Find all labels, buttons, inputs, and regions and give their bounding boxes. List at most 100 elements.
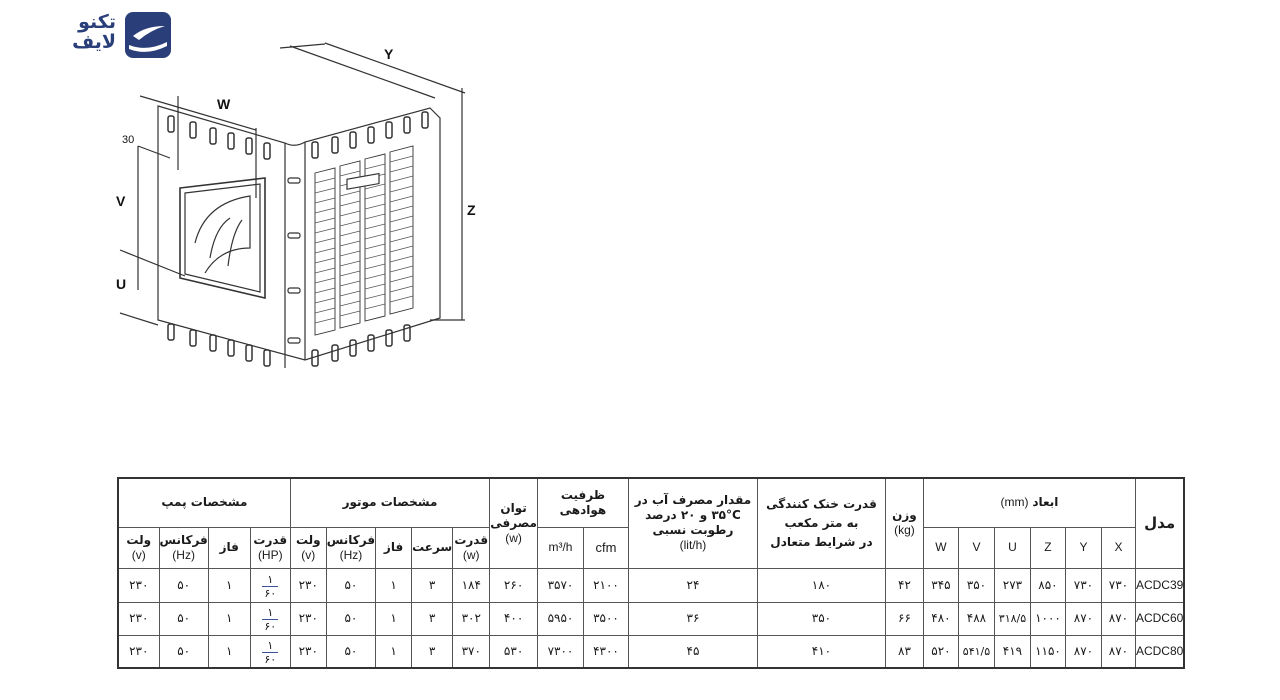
- cell-pump-frequency: ۵۰: [158, 567, 209, 603]
- cell-weight: ۸۳: [884, 634, 924, 669]
- cell-dim-x: ۷۳۰: [1100, 567, 1136, 603]
- cell-motor-frequency: ۵۰: [325, 634, 377, 669]
- cell-motor-speed: ۳: [411, 567, 454, 603]
- cell-power-consumption: ۴۰۰: [489, 601, 538, 636]
- cell-pump-phase: ۱: [207, 601, 251, 636]
- cell-dim-x: ۸۷۰: [1100, 601, 1136, 636]
- cell-motor-phase: ۱: [375, 567, 413, 603]
- cell-airflow-cfm: ۳۵۰۰: [582, 601, 629, 636]
- logo-line-1: تکنو: [78, 11, 116, 33]
- power-unit: (w): [505, 530, 522, 545]
- cell-dim-u: ۲۷۳: [993, 567, 1031, 603]
- dimension-label-y: Y: [384, 46, 394, 62]
- header-model: مدل: [1134, 477, 1185, 569]
- cell-cooling-capacity: ۳۵۰: [756, 601, 886, 636]
- subheader-dim-v: V: [957, 526, 995, 569]
- water-line-3: رطوبت نسبی: [652, 523, 734, 538]
- cell-power-consumption: ۲۶۰: [489, 567, 538, 603]
- subheader-dim-w: W: [922, 526, 959, 569]
- group-header-row: مشخصات پمپ مشخصات موتور توان مصرفی (w) ظ…: [117, 477, 1185, 569]
- header-power-consumption: توان مصرفی (w): [489, 477, 538, 569]
- weight-unit: (kg): [894, 523, 915, 538]
- subheader-airflow-m3h: m³/h: [536, 526, 584, 569]
- header-pump-specs: مشخصات پمپ: [117, 477, 291, 528]
- cell-dim-u: ۳۱۸/۵: [993, 601, 1031, 636]
- dimensions-label: ابعاد: [1032, 495, 1059, 510]
- cell-motor-power: ۳۷۰: [452, 634, 491, 669]
- cell-water-consumption: ۳۶: [627, 601, 758, 636]
- water-unit: (lit/h): [679, 538, 707, 553]
- cell-dim-w: ۳۴۵: [922, 567, 959, 603]
- cell-dim-z: ۸۵۰: [1029, 567, 1066, 603]
- logo-line-2: لایف: [72, 31, 116, 53]
- cell-pump-frequency: ۵۰: [158, 634, 209, 669]
- cell-pump-volt: ۲۳۰: [117, 567, 160, 603]
- cell-motor-power: ۳۰۲: [452, 601, 491, 636]
- cell-pump-phase: ۱: [207, 567, 251, 603]
- subheader-dim-x: X: [1100, 526, 1136, 569]
- subheader-motor-volt: ولت(v): [289, 526, 327, 569]
- subheader-motor-frequency: فرکانس(Hz): [325, 526, 377, 569]
- cooler-drawing: [119, 42, 466, 368]
- cooler-dimension-diagram: Y W 30 V Z U: [110, 38, 490, 378]
- header-cooling-capacity: قدرت خنک کنندگی به متر مکعب در شرایط متع…: [756, 477, 886, 569]
- dimension-label-w: W: [217, 96, 231, 112]
- subheader-airflow-cfm: cfm: [582, 526, 629, 569]
- cell-airflow-cfm: ۴۳۰۰: [582, 634, 629, 669]
- header-weight: وزن (kg): [884, 477, 924, 569]
- cell-water-consumption: ۴۵: [627, 634, 758, 669]
- cell-pump-volt: ۲۳۰: [117, 601, 160, 636]
- cell-cooling-capacity: ۱۸۰: [756, 567, 886, 603]
- cell-motor-frequency: ۵۰: [325, 567, 377, 603]
- cooler-spec-table: مشخصات پمپ مشخصات موتور توان مصرفی (w) ظ…: [117, 477, 1186, 669]
- cell-airflow-m3h: ۵۹۵۰: [536, 601, 584, 636]
- subheader-pump-frequency: فرکانس(Hz): [158, 526, 209, 569]
- dimension-label-z: Z: [467, 202, 476, 218]
- cooling-line-1: قدرت خنک کنندگی: [766, 496, 877, 511]
- brand-logo: تکنو لایف: [50, 12, 172, 62]
- cell-dim-w: ۵۲۰: [922, 634, 959, 669]
- cooling-line-3: در شرایط متعادل: [770, 534, 873, 549]
- subheader-motor-phase: فاز: [375, 526, 413, 569]
- power-line-2: مصرفی: [490, 515, 537, 530]
- cell-motor-power: ۱۸۴: [452, 567, 491, 603]
- logo-mark-icon: [125, 12, 171, 58]
- cell-weight: ۶۶: [884, 601, 924, 636]
- cell-dim-y: ۸۷۰: [1064, 634, 1102, 669]
- cell-pump-volt: ۲۳۰: [117, 634, 160, 669]
- cell-pump-phase: ۱: [207, 634, 251, 669]
- cell-motor-speed: ۳: [411, 634, 454, 669]
- subheader-motor-speed: سرعت: [411, 526, 454, 569]
- cell-dim-v: ۵۴۱/۵: [957, 634, 995, 669]
- header-dimensions: ابعاد (mm): [922, 477, 1136, 528]
- cell-airflow-m3h: ۳۵۷۰: [536, 567, 584, 603]
- cell-model: ACDC60: [1134, 601, 1185, 636]
- cell-motor-phase: ۱: [375, 601, 413, 636]
- header-motor-specs: مشخصات موتور: [289, 477, 491, 528]
- water-line-1: مقدار مصرف آب در: [634, 493, 752, 508]
- subheader-pump-phase: فاز: [207, 526, 251, 569]
- cell-dim-w: ۴۸۰: [922, 601, 959, 636]
- cell-pump-frequency: ۵۰: [158, 601, 209, 636]
- cell-motor-volt: ۲۳۰: [289, 567, 327, 603]
- cell-cooling-capacity: ۴۱۰: [756, 634, 886, 669]
- cell-dim-x: ۸۷۰: [1100, 634, 1136, 669]
- subheader-dim-z: Z: [1029, 526, 1066, 569]
- cell-model: ACDC80: [1134, 634, 1185, 669]
- header-water-consumption: مقدار مصرف آب در ۳۵°C و ۲۰ درصد رطوبت نس…: [627, 477, 758, 569]
- subheader-pump-power: قدرت(HP): [249, 526, 291, 569]
- subheader-pump-volt: ولت(v): [117, 526, 160, 569]
- cooling-line-2: به متر مکعب: [784, 515, 859, 530]
- cell-motor-volt: ۲۳۰: [289, 601, 327, 636]
- cell-dim-y: ۸۷۰: [1064, 601, 1102, 636]
- cell-motor-speed: ۳: [411, 601, 454, 636]
- cell-power-consumption: ۵۳۰: [489, 634, 538, 669]
- cell-dim-u: ۴۱۹: [993, 634, 1031, 669]
- power-line-1: توان: [500, 500, 527, 515]
- cell-dim-v: ۴۸۸: [957, 601, 995, 636]
